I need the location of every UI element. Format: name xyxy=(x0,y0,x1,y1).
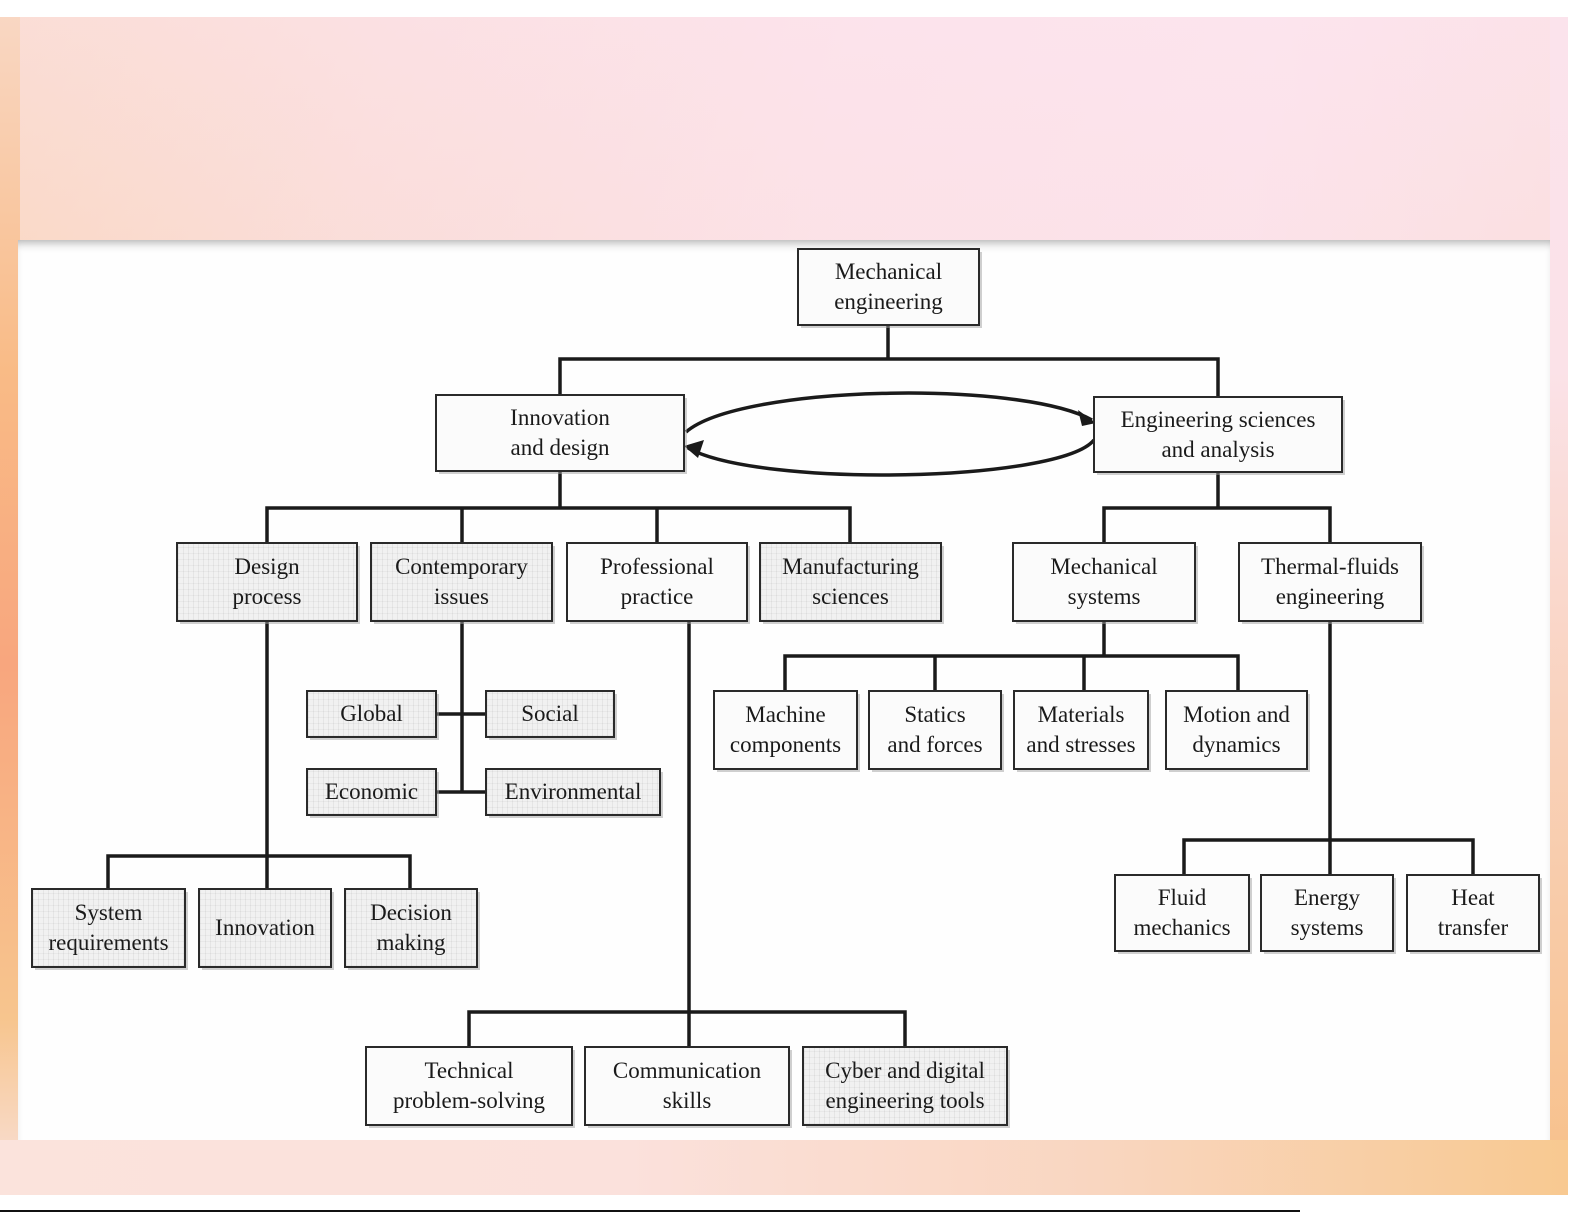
node-motion-dynamics: Motion and dynamics xyxy=(1165,690,1308,770)
node-label: Thermal-fluids engineering xyxy=(1261,554,1399,609)
connector-contemporary xyxy=(435,620,488,794)
node-label: Machine components xyxy=(729,702,842,757)
node-environmental: Environmental xyxy=(485,768,661,816)
node-label: Materials and stresses xyxy=(1026,702,1136,757)
node-label: Mechanical engineering xyxy=(834,259,943,314)
node-label: Mechanical systems xyxy=(1050,554,1158,609)
connector-thermal xyxy=(1182,620,1475,876)
node-contemporary-issues: Contemporary issues xyxy=(370,542,553,622)
node-label: Economic xyxy=(324,779,419,804)
node-cyber-digital-tools: Cyber and digital engineering tools xyxy=(802,1046,1008,1126)
cycle-arrow-top xyxy=(684,391,1093,434)
connector-eng-sciences xyxy=(1102,471,1332,544)
node-label: System requirements xyxy=(48,900,169,955)
node-design-process: Design process xyxy=(176,542,358,622)
node-innovation-and-design: Innovation and design xyxy=(435,394,685,472)
node-label: Motion and dynamics xyxy=(1183,702,1290,757)
arrowhead-right xyxy=(1078,410,1096,426)
node-fluid-mechanics: Fluid mechanics xyxy=(1114,874,1250,952)
node-innovation: Innovation xyxy=(198,888,332,968)
node-professional-practice: Professional practice xyxy=(566,542,748,622)
node-system-requirements: System requirements xyxy=(31,888,186,968)
node-global: Global xyxy=(306,690,437,738)
node-heat-transfer: Heat transfer xyxy=(1406,874,1540,952)
node-materials-stresses: Materials and stresses xyxy=(1013,690,1149,770)
node-manufacturing-sciences: Manufacturing sciences xyxy=(759,542,942,622)
node-label: Engineering sciences and analysis xyxy=(1120,406,1316,462)
node-label: Professional practice xyxy=(600,554,714,609)
node-label: Manufacturing sciences xyxy=(782,554,919,609)
node-label: Energy systems xyxy=(1290,885,1364,940)
footer-divider xyxy=(0,1210,1300,1212)
node-communication-skills: Communication skills xyxy=(584,1046,790,1126)
node-engineering-sciences: Engineering sciences and analysis xyxy=(1093,396,1343,473)
node-label: Social xyxy=(521,701,579,726)
node-label: Global xyxy=(340,701,403,726)
connector-design-process xyxy=(106,620,412,890)
node-label: Innovation xyxy=(215,915,315,940)
node-label: Statics and forces xyxy=(887,702,983,757)
node-label: Design process xyxy=(232,554,302,609)
node-decision-making: Decision making xyxy=(344,888,478,968)
cycle-arrow-bottom xyxy=(687,438,1096,477)
slide-bottom-band xyxy=(0,1140,1568,1195)
node-mechanical-engineering: Mechanical engineering xyxy=(797,248,980,326)
node-statics-forces: Statics and forces xyxy=(868,690,1002,770)
node-label: Cyber and digital engineering tools xyxy=(825,1058,985,1113)
node-machine-components: Machine components xyxy=(713,690,858,770)
node-label: Decision making xyxy=(370,900,452,955)
node-social: Social xyxy=(485,690,615,738)
arrowhead-left xyxy=(684,440,704,458)
node-label: Environmental xyxy=(504,779,642,804)
connector-root xyxy=(558,324,1220,398)
connector-mech-systems xyxy=(783,620,1240,692)
node-label: Communication skills xyxy=(612,1058,762,1113)
node-technical-problem-solving: Technical problem-solving xyxy=(365,1046,573,1126)
connector-professional xyxy=(467,620,907,1048)
cycle-arrows xyxy=(684,391,1096,477)
node-energy-systems: Energy systems xyxy=(1260,874,1394,952)
node-label: Contemporary issues xyxy=(395,554,528,609)
node-thermal-fluids: Thermal-fluids engineering xyxy=(1238,542,1422,622)
node-label: Fluid mechanics xyxy=(1133,885,1231,940)
connector-innovation xyxy=(265,470,852,544)
node-economic: Economic xyxy=(306,768,437,816)
node-label: Innovation and design xyxy=(510,405,610,460)
node-mechanical-systems: Mechanical systems xyxy=(1012,542,1196,622)
slide-right-border xyxy=(1550,17,1568,1195)
node-label: Heat transfer xyxy=(1437,885,1509,940)
node-label: Technical problem-solving xyxy=(392,1058,546,1113)
